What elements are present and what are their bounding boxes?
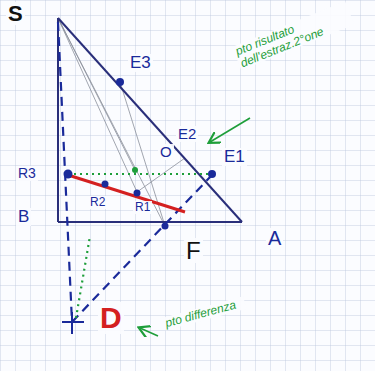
construction-lines [58,18,185,226]
point-label: R1 [133,201,152,214]
point-label: R3 [16,166,38,181]
point-label: O [158,144,174,160]
point-label: R2 [88,196,107,209]
points [64,78,217,230]
dotted-lines [68,174,210,318]
point-label: A [266,228,283,249]
cross-mark [62,312,84,334]
point-label: S [6,2,25,25]
point-label: E3 [128,54,153,72]
dashed-lines [58,22,212,322]
triangle [58,18,242,222]
point-label: D [98,302,124,334]
point-label: E2 [176,126,198,142]
point-label: B [16,208,31,226]
point-label: E1 [222,148,247,166]
point-label: F [184,238,203,263]
leader-arrows [140,118,250,336]
red-segment [68,175,185,212]
